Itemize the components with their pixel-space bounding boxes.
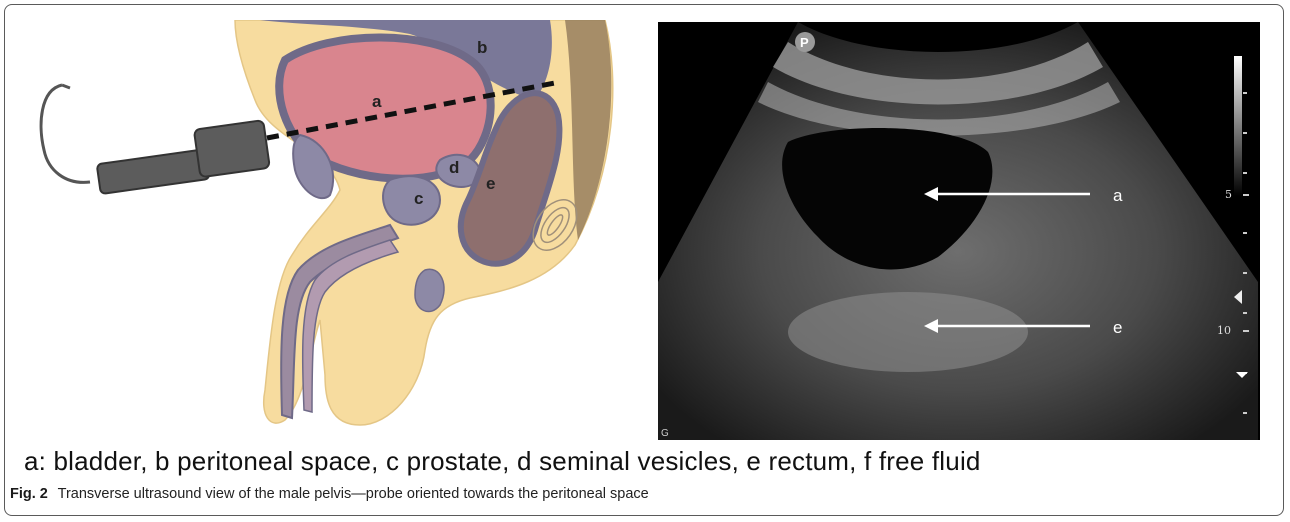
rectum-echo	[788, 292, 1028, 372]
label-e: e	[486, 174, 495, 193]
grayscale-bar	[1234, 56, 1242, 196]
figure-caption-text: Transverse ultrasound view of the male p…	[58, 486, 649, 502]
us-label-e: e	[1113, 318, 1122, 337]
figure-caption: Fig. 2 Transverse ultrasound view of the…	[10, 486, 649, 502]
label-a: a	[372, 92, 382, 111]
label-d: d	[449, 158, 459, 177]
corner-marker: G	[661, 428, 669, 439]
pelvis-anatomy-illustration: a b c d e	[30, 20, 630, 432]
anatomy-svg: a b c d e	[30, 20, 630, 432]
structure-legend: a: bladder, b peritoneal space, c prosta…	[24, 446, 981, 477]
ultrasound-probe-icon	[41, 85, 270, 194]
perineal-body	[415, 269, 444, 311]
ultrasound-svg: P G 5 10 a e	[658, 22, 1260, 440]
prostate	[383, 176, 440, 225]
label-c: c	[414, 189, 423, 208]
ultrasound-image: P G 5 10 a e	[658, 22, 1260, 440]
label-b: b	[477, 38, 487, 57]
figure-label: Fig. 2	[10, 486, 48, 502]
us-label-a: a	[1113, 186, 1123, 205]
depth-mark-5: 5	[1225, 188, 1232, 201]
depth-mark-10: 10	[1217, 324, 1231, 337]
orientation-marker: P	[800, 35, 809, 50]
